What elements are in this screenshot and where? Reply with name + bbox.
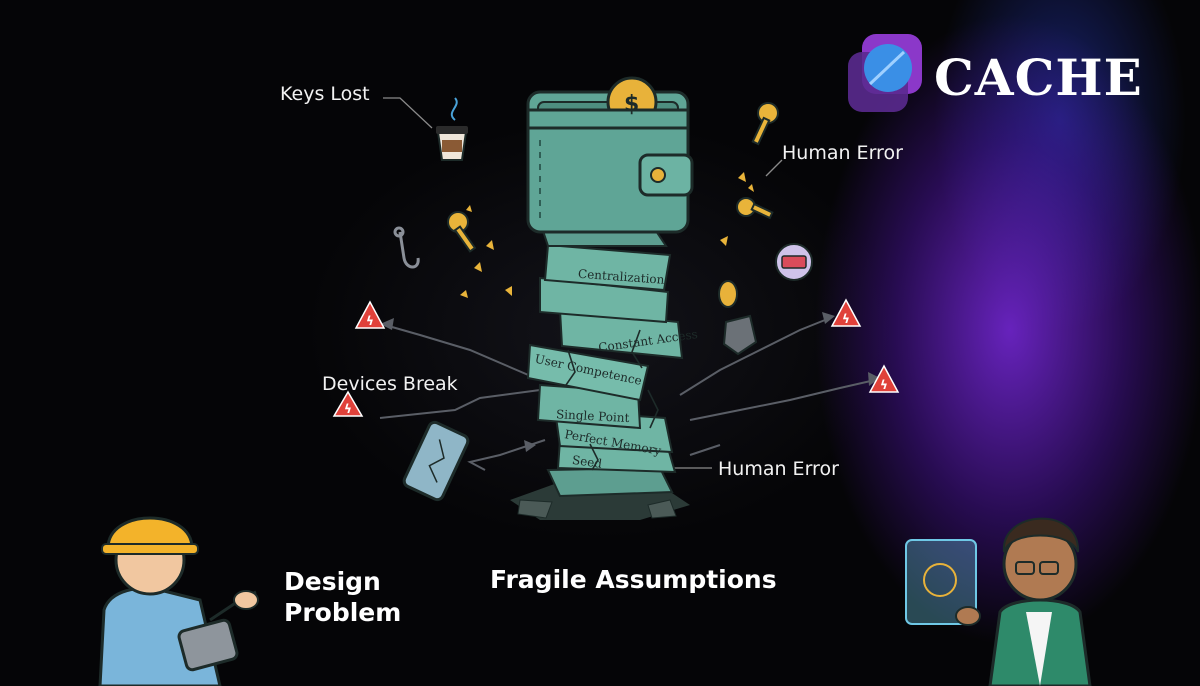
block-tower [510,221,690,520]
wallet-illustration [526,76,694,234]
key-icon [447,102,779,253]
broken-phone-icon [402,420,470,502]
svg-text:ϟ: ϟ [344,402,352,416]
analyst-character [905,517,1092,686]
arrow-heads [380,312,880,452]
block-label: Seed [571,453,603,471]
engineer-character [98,516,259,686]
block-label: Single Point [556,407,630,425]
label-human-error-top: Human Error [782,142,903,164]
label-fragile-assumptions: Fragile Assumptions [490,565,777,594]
svg-text:ϟ: ϟ [842,312,850,326]
svg-text:ϟ: ϟ [880,378,888,392]
broken-device-icon [722,314,758,356]
fishing-hook-icon [393,226,420,269]
brand-name: CACHE [934,48,1143,107]
coin-dollar-sign: $ [624,92,639,117]
label-design-problem: Design Problem [284,566,401,628]
design-problem-line-2: Problem [284,598,402,627]
password-badge-icon [775,243,813,281]
brand-logo: CACHE [848,34,1168,124]
design-problem-line-1: Design [284,567,381,596]
block-label: Centralization [578,267,666,287]
brand-mark-icon [848,34,922,112]
label-devices-break: Devices Break [322,373,458,395]
warning-icon: ϟ ϟ ϟ ϟ [332,298,900,417]
coin-icon [718,280,738,308]
coffee-cup-icon [436,97,468,161]
label-human-error-bottom: Human Error [718,458,839,480]
debris [460,172,754,298]
label-keys-lost: Keys Lost [280,83,370,105]
svg-text:ϟ: ϟ [366,314,374,328]
crack-arrows [379,317,876,471]
